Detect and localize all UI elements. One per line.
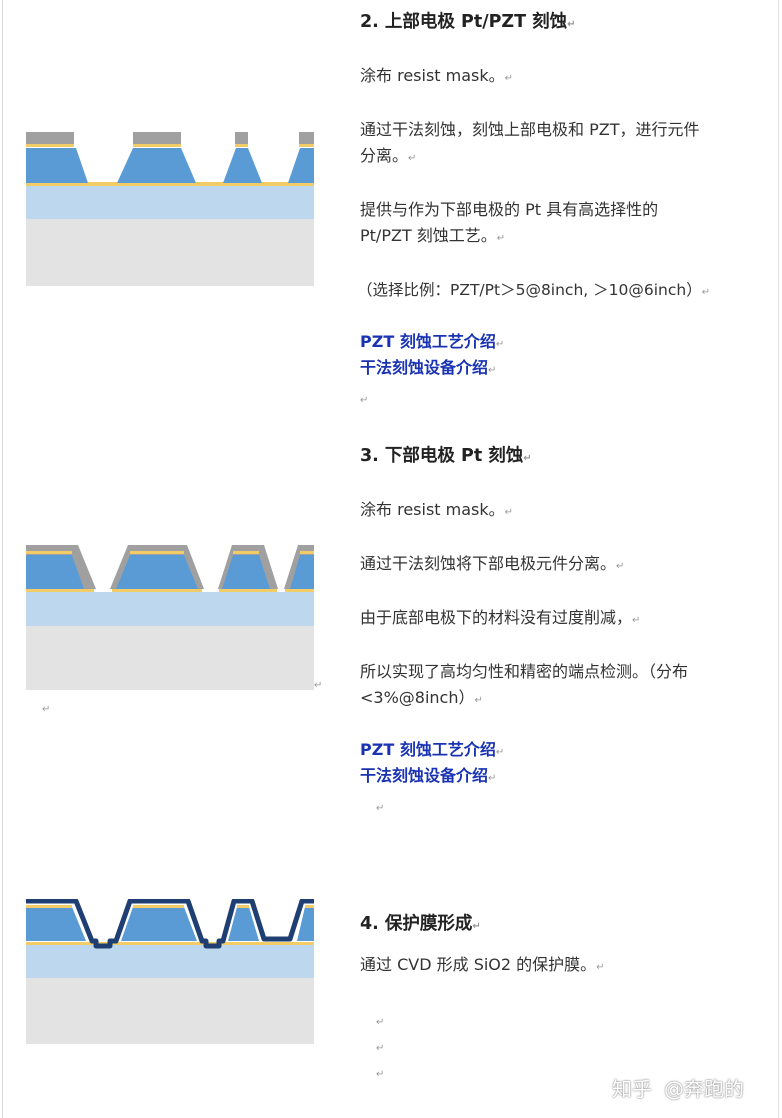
section-2-etch-text-2: 分离。 <box>360 146 409 165</box>
section-3-etch: 通过干法刻蚀将下部电极元件分离。↵ <box>360 554 624 577</box>
page-right-border <box>778 0 779 1118</box>
paragraph-mark: ↵ <box>488 365 497 376</box>
zhihu-user: @奔跑的 <box>664 1077 744 1101</box>
paragraph-mark: ↵ <box>504 507 514 518</box>
section-3-empty-line: ↵ <box>376 796 384 819</box>
section-3-material: 由于底部电极下的材料没有过度削减，↵ <box>360 608 640 631</box>
section-3-heading: 3. 下部电极 Pt 刻蚀↵ <box>360 446 532 469</box>
dry-etch-equipment-link[interactable]: 干法刻蚀设备介绍 <box>360 358 489 377</box>
section-2-resist: 涂布 resist mask。↵ <box>360 66 513 89</box>
paragraph-mark: ↵ <box>488 773 497 784</box>
paragraph-mark: ↵ <box>596 962 605 973</box>
section-2-heading-text: 2. 上部电极 Pt/PZT 刻蚀 <box>360 12 568 32</box>
section-4-heading-text: 4. 保护膜形成 <box>360 914 473 934</box>
section-2-selectivity-text-2: Pt/PZT 刻蚀工艺。 <box>360 226 497 245</box>
section-2-heading: 2. 上部电极 Pt/PZT 刻蚀↵ <box>360 12 576 35</box>
section-4-empty-line-3: ↵ <box>376 1062 384 1085</box>
paragraph-mark: ↵ <box>495 747 505 758</box>
section-2-selectivity-line-2: Pt/PZT 刻蚀工艺。↵ <box>360 226 505 249</box>
paragraph-mark: ↵ <box>376 1043 385 1054</box>
zhihu-brand: 知乎 <box>612 1077 652 1101</box>
paragraph-mark: ↵ <box>496 233 506 244</box>
diagram-passivation-film <box>26 899 314 1044</box>
section-4-cvd-text: 通过 CVD 形成 SiO2 的保护膜。 <box>360 955 597 974</box>
section-3-link-1-row: PZT 刻蚀工艺介绍↵ <box>360 740 504 763</box>
section-4-empty-line-2: ↵ <box>376 1036 384 1059</box>
section-3-etch-text: 通过干法刻蚀将下部电极元件分离。 <box>360 554 617 573</box>
diagram-2-trailing-mark: ↵ <box>42 704 51 715</box>
diagram-top-electrode-etch <box>26 132 314 286</box>
section-2-selectivity-text-1: 提供与作为下部电极的 Pt 具有高选择性的 <box>360 200 659 219</box>
section-4-empty-line-1: ↵ <box>376 1010 384 1033</box>
section-3-uniformity-line-1: 所以实现了高均匀性和精密的端点检测。（分布 <box>360 662 688 682</box>
pzt-etch-process-link[interactable]: PZT 刻蚀工艺介绍 <box>360 332 496 351</box>
pzt-etch-process-link[interactable]: PZT 刻蚀工艺介绍 <box>360 740 496 759</box>
paragraph-mark: ↵ <box>376 1069 385 1080</box>
section-3-resist-text: 涂布 resist mask。 <box>360 500 505 519</box>
paragraph-mark: ↵ <box>376 803 385 814</box>
section-3-uniformity-line-2: <3%@8inch）↵ <box>360 688 483 711</box>
diagram-2-paragraph-mark: ↵ <box>314 680 323 691</box>
paragraph-mark: ↵ <box>495 339 505 350</box>
paragraph-mark: ↵ <box>376 1017 385 1028</box>
section-3-heading-text: 3. 下部电极 Pt 刻蚀 <box>360 446 524 466</box>
paragraph-mark: ↵ <box>504 73 514 84</box>
zhihu-watermark: 知乎 @奔跑的 <box>612 1073 744 1102</box>
paragraph-mark: ↵ <box>523 453 532 464</box>
section-4-heading: 4. 保护膜形成↵ <box>360 914 481 937</box>
section-2-ratio-text: （选择比例：PZT/Pt＞5@8inch, ＞10@6inch） <box>357 281 702 299</box>
section-2-link-2-row: 干法刻蚀设备介绍↵ <box>360 358 496 381</box>
paragraph-mark: ↵ <box>616 561 625 572</box>
section-3-material-text: 由于底部电极下的材料没有过度削减， <box>360 608 633 627</box>
section-2-link-1-row: PZT 刻蚀工艺介绍↵ <box>360 332 504 355</box>
section-3-uniformity-text-2: <3%@8inch） <box>360 688 475 707</box>
section-2-etch-text-1: 通过干法刻蚀，刻蚀上部电极和 PZT，进行元件 <box>360 120 700 139</box>
section-2-etch-line-1: 通过干法刻蚀，刻蚀上部电极和 PZT，进行元件 <box>360 120 699 140</box>
section-2-ratio: （选择比例：PZT/Pt＞5@8inch, ＞10@6inch）↵ <box>357 280 710 303</box>
section-2-empty-line: ↵ <box>360 388 368 411</box>
paragraph-mark: ↵ <box>474 695 483 706</box>
section-3-uniformity-text-1: 所以实现了高均匀性和精密的端点检测。（分布 <box>360 662 689 681</box>
paragraph-mark: ↵ <box>632 615 641 626</box>
section-3-link-2-row: 干法刻蚀设备介绍↵ <box>360 766 496 789</box>
paragraph-mark: ↵ <box>567 19 576 30</box>
section-3-resist: 涂布 resist mask。↵ <box>360 500 513 523</box>
dry-etch-equipment-link[interactable]: 干法刻蚀设备介绍 <box>360 766 489 785</box>
paragraph-mark: ↵ <box>360 395 369 406</box>
diagram-bottom-electrode-etch <box>26 545 314 690</box>
paragraph-mark: ↵ <box>408 153 417 164</box>
paragraph-mark: ↵ <box>701 287 711 298</box>
section-4-cvd: 通过 CVD 形成 SiO2 的保护膜。↵ <box>360 955 605 978</box>
page-left-border <box>2 0 3 1118</box>
paragraph-mark: ↵ <box>472 921 481 932</box>
section-2-selectivity-line-1: 提供与作为下部电极的 Pt 具有高选择性的 <box>360 200 658 220</box>
section-2-etch-line-2: 分离。↵ <box>360 146 416 169</box>
section-2-resist-text: 涂布 resist mask。 <box>360 66 505 85</box>
